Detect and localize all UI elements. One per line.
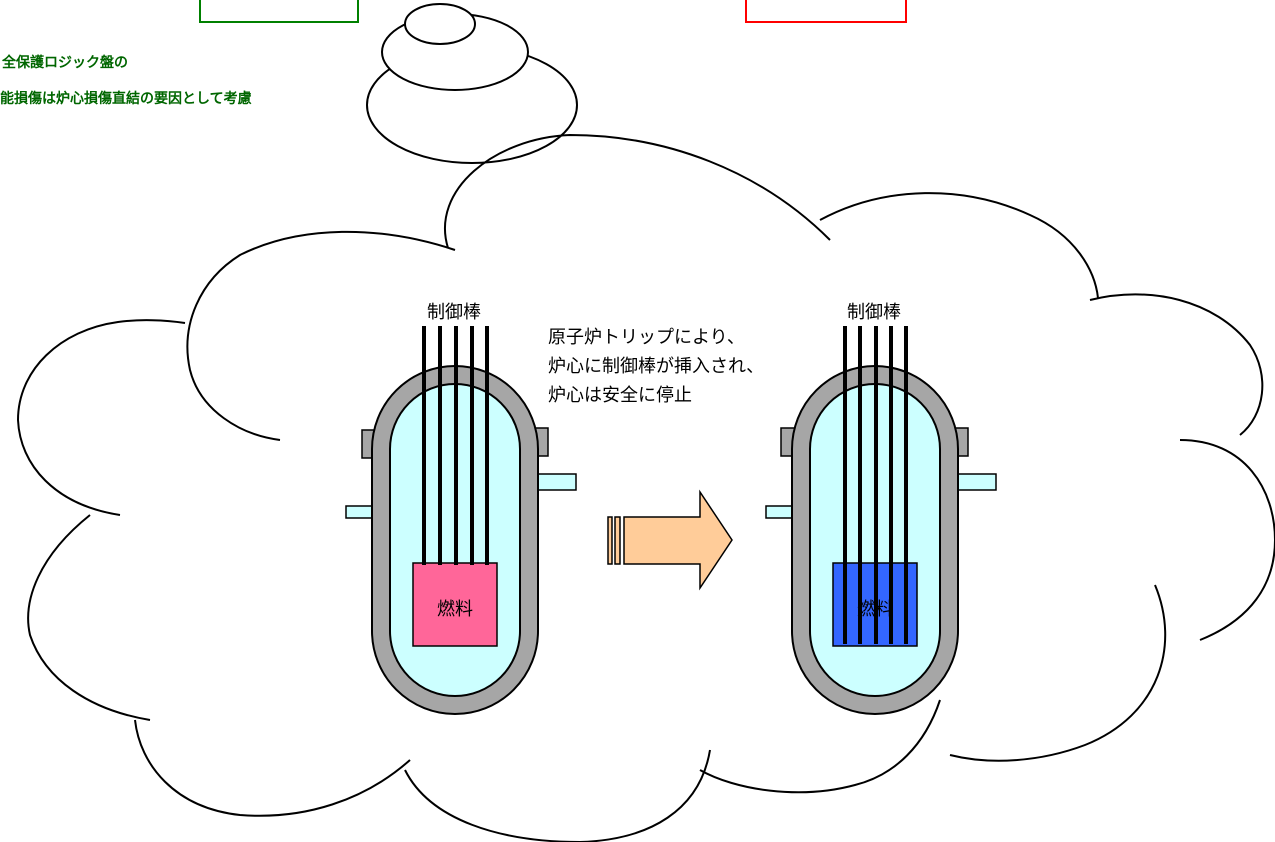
caption: 原子炉トリップにより、 炉心に制御棒が挿入され、 炉心は安全に停止 xyxy=(548,327,764,406)
green-box xyxy=(199,0,359,23)
control-rod-label: 制御棒 xyxy=(427,302,481,323)
control-rods xyxy=(843,326,908,644)
caption-line-1: 原子炉トリップにより、 xyxy=(548,327,745,348)
arrow-tail-stripe xyxy=(607,516,613,565)
fuel-label: 燃料 xyxy=(437,599,473,620)
red-box xyxy=(745,0,907,23)
thought-bubble-small xyxy=(404,3,476,45)
thought-bubbles xyxy=(366,3,578,164)
reactor-before: 燃料 制御棒 xyxy=(345,302,577,715)
note-line-2: 能損傷は炉心損傷直結の要因として考慮 xyxy=(0,90,252,107)
caption-line-2: 炉心に制御棒が挿入され、 xyxy=(548,356,764,377)
note-line-1: 全保護ロジック盤の xyxy=(1,54,128,71)
arrow-body xyxy=(623,489,733,591)
control-rods xyxy=(422,326,489,565)
control-rod-label: 制御棒 xyxy=(847,302,901,323)
fuel-block xyxy=(412,562,498,647)
arrow-tail-stripe xyxy=(614,516,621,565)
reactor-after: 燃料 制御棒 xyxy=(765,302,997,715)
cloud xyxy=(16,133,1275,842)
caption-line-3: 炉心は安全に停止 xyxy=(548,385,692,406)
transition-arrow xyxy=(607,489,733,591)
